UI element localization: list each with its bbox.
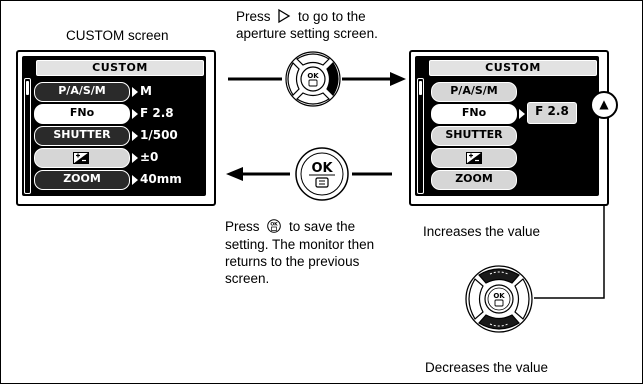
menu-value: F 2.8: [140, 106, 174, 120]
arrow-pad-right-pressed[interactable]: OK: [283, 49, 343, 109]
menu-item-fno[interactable]: FNo: [431, 104, 517, 124]
menu-item-shutter[interactable]: SHUTTER: [34, 126, 130, 146]
menu-item-label: FNo: [461, 106, 487, 119]
scrollbar: [24, 78, 31, 194]
custom-title: CUSTOM: [36, 60, 204, 76]
menu-item-label: SHUTTER: [53, 128, 111, 141]
menu-item-pasm[interactable]: P/A/S/M: [431, 82, 517, 102]
ok-menu-icon: OK: [267, 219, 282, 233]
menu-item-fno[interactable]: FNo: [34, 104, 130, 124]
menu-value: ±0: [140, 150, 159, 164]
top-instruction-line1: Press to go to the: [236, 8, 366, 24]
bottom-instruction-line4: screen.: [225, 271, 270, 286]
top-instruction-line2: aperture setting screen.: [236, 26, 378, 41]
menu-item-exposure[interactable]: [34, 148, 130, 168]
aperture-value-box[interactable]: F 2.8: [527, 102, 577, 124]
ok-button-label: OK: [311, 161, 333, 176]
menu-item-label: P/A/S/M: [58, 84, 106, 97]
arrow-right-icon: [132, 153, 138, 163]
menu-item-label: SHUTTER: [445, 128, 503, 141]
ok-button[interactable]: OK: [294, 146, 350, 202]
svg-text:OK: OK: [271, 222, 279, 228]
increases-label: Increases the value: [423, 224, 541, 239]
menu-item-shutter[interactable]: SHUTTER: [431, 126, 517, 146]
arrow-right-icon: [132, 131, 138, 141]
exposure-compensation-icon: [73, 152, 89, 164]
menu-item-label: FNo: [69, 106, 95, 119]
arrow-right-icon: [132, 175, 138, 185]
custom-screen-right: CUSTOM P/A/S/M FNo F 2.8 SHUTTER ZOOM: [409, 50, 609, 206]
up-indicator-icon: ▲: [590, 91, 618, 119]
custom-title: CUSTOM: [429, 60, 597, 76]
custom-screen-left: CUSTOM P/A/S/M M FNo F 2.8 SHUTTER 1/500: [16, 50, 216, 206]
menu-item-zoom[interactable]: ZOOM: [34, 170, 130, 190]
menu-item-label: ZOOM: [63, 172, 101, 185]
arrow-right-icon: [132, 109, 138, 119]
right-arrow-button-icon: [278, 8, 291, 24]
menu-item-pasm[interactable]: P/A/S/M: [34, 82, 130, 102]
menu-value: M: [140, 84, 152, 98]
arrow-right-icon: [132, 87, 138, 97]
arrow-right-icon: [519, 109, 525, 119]
menu-value: 1/500: [140, 128, 178, 142]
decreases-label: Decreases the value: [425, 360, 549, 375]
menu-value: 40mm: [140, 172, 182, 186]
menu-item-label: ZOOM: [455, 172, 493, 185]
exposure-compensation-icon: [466, 152, 482, 164]
bottom-instruction-line1: Press OK to save the: [225, 219, 356, 234]
menu-item-exposure[interactable]: [431, 148, 517, 168]
svg-text:OK: OK: [307, 72, 319, 80]
menu-item-label: P/A/S/M: [450, 84, 498, 97]
bottom-instruction-line3: returns to the previous: [225, 254, 360, 269]
bottom-instruction-line2: setting. The monitor then: [225, 237, 375, 252]
scrollbar: [417, 78, 424, 194]
svg-text:OK: OK: [493, 292, 505, 300]
left-caption: CUSTOM screen: [66, 28, 169, 43]
menu-item-zoom[interactable]: ZOOM: [431, 170, 517, 190]
arrow-pad-up-down[interactable]: OK: [462, 262, 536, 336]
